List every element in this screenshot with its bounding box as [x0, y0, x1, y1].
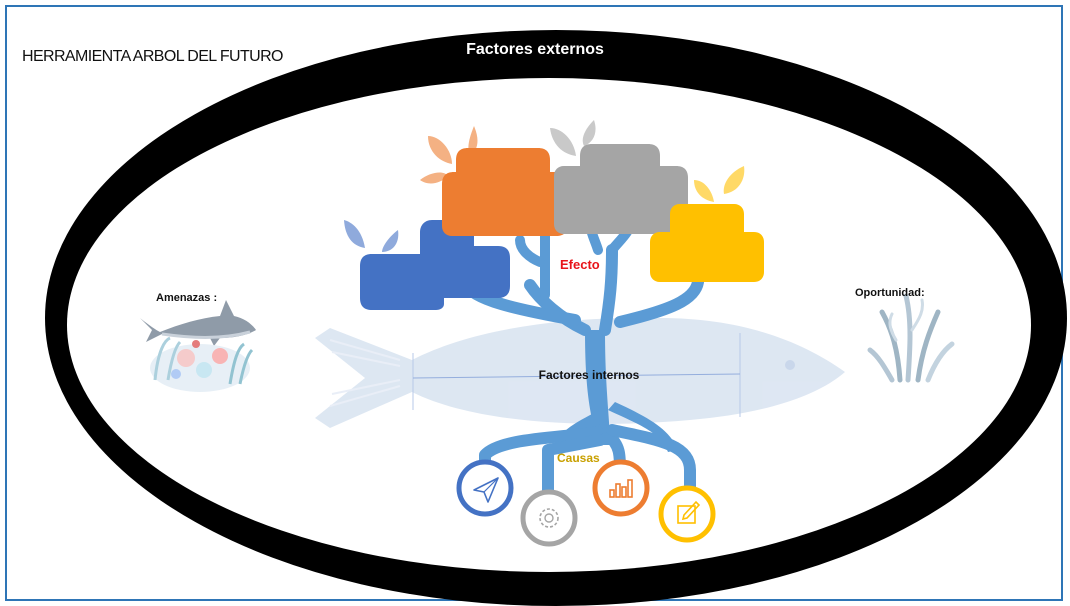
yellow-effect-cloud: [650, 166, 764, 282]
seaweed-icon: [867, 293, 955, 383]
cause-circle-chart: [592, 459, 650, 517]
coral-reef-icon: [150, 336, 254, 392]
paper-plane-icon: [473, 477, 499, 503]
bar-chart-icon: [609, 479, 633, 498]
opportunity-label: Oportunidad:: [855, 287, 925, 299]
external-factors-label: Factores externos: [466, 41, 604, 58]
orange-effect-cloud: [420, 126, 568, 236]
edit-icon: [677, 500, 701, 524]
cause-circle-plane: [456, 459, 514, 517]
tree-trunk: [459, 215, 704, 516]
threats-label: Amenazas :: [156, 292, 218, 304]
effect-label: Efecto: [560, 257, 600, 272]
gear-icon: [539, 508, 559, 528]
causes-label: Causas: [557, 451, 600, 465]
gray-effect-cloud: [550, 120, 688, 234]
fish-silhouette-icon: [315, 317, 845, 428]
blue-effect-cloud: [344, 220, 510, 310]
shark-icon: [140, 300, 256, 346]
internal-factors-label: Factores internos: [538, 368, 640, 382]
cause-circle-gear: [520, 489, 578, 547]
page-title: HERRAMIENTA ARBOL DEL FUTURO: [22, 48, 283, 65]
cause-circle-edit: [658, 485, 716, 543]
